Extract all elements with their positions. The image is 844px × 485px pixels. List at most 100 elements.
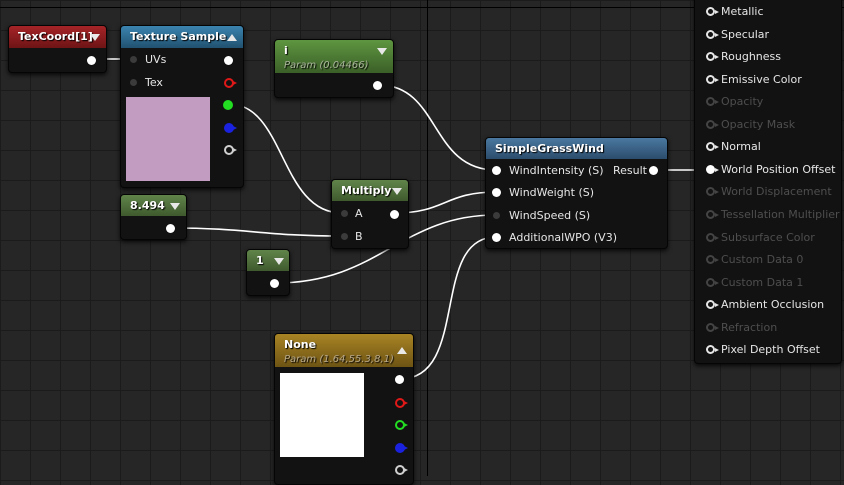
triangle-down-icon[interactable] [90,34,100,41]
result-input-pin[interactable] [706,74,719,84]
a-output-pin[interactable] [224,145,237,155]
result-pin-row[interactable]: Normal [695,136,841,158]
result-pin-label: Subsurface Color [721,230,815,244]
result-pin-label: World Displacement [721,185,832,199]
simple-grass-wind-header[interactable]: SimpleGrassWind [486,138,667,159]
result-pin-label: Specular [721,27,770,41]
result-pin-label: Emissive Color [721,72,802,86]
param-i-node[interactable]: i Param (0.04466) [274,39,394,98]
texture-preview [126,97,210,181]
result-pin-row: Opacity [695,91,841,113]
constant-1-output-pin[interactable] [270,279,279,288]
param-i-output-pin[interactable] [373,81,382,90]
result-pin-row[interactable]: Pixel Depth Offset [695,339,841,361]
param-none-header[interactable]: None Param (1.64,55.3,8,1) [275,334,413,367]
multiply-title: Multiply [341,184,392,197]
result-output-pin[interactable] [649,166,658,175]
simple-grass-wind-title: SimpleGrassWind [495,142,604,155]
param-none-title: None [284,338,317,351]
windintensity-pin[interactable] [492,166,501,175]
result-pin-row[interactable]: Metallic [695,1,841,23]
triangle-down-icon[interactable] [274,258,284,265]
result-pin-row[interactable]: Emissive Color [695,69,841,91]
result-pin-row[interactable]: Roughness [695,46,841,68]
uvs-input-pin[interactable] [130,56,137,63]
multiply-a-label: A [355,207,363,220]
triangle-down-icon[interactable] [377,48,387,55]
result-input-pin [706,187,719,197]
g-output-pin[interactable] [223,100,233,110]
texcoord-header[interactable]: TexCoord[1] [9,26,106,48]
result-input-pin [706,277,719,287]
result-pin-label: Opacity Mask [721,117,796,131]
result-pin-row[interactable]: Ambient Occlusion [695,294,841,316]
result-input-pin[interactable] [706,7,719,16]
result-pin-row[interactable]: Specular [695,24,841,46]
wire-8494-to-multiply-b [170,227,343,237]
rgb-output-pin[interactable] [224,56,233,65]
multiply-header[interactable]: Multiply [332,180,408,201]
result-input-pin [706,209,719,219]
multiply-a-pin[interactable] [341,210,348,217]
wire-i-to-windintensity [378,84,497,171]
param-none-g-pin[interactable] [395,420,408,430]
b-output-pin[interactable] [224,123,237,133]
simple-grass-wind-node[interactable]: SimpleGrassWind WindIntensity (S) WindWe… [485,137,668,249]
windweight-pin[interactable] [492,188,501,197]
triangle-up-icon[interactable] [397,347,407,354]
tex-label: Tex [145,76,163,89]
wire-none-to-additionalwpo [399,236,497,380]
texcoord-node[interactable]: TexCoord[1] [8,25,107,73]
constant-8494-node[interactable]: 8.494 [120,194,187,240]
constant-1-node[interactable]: 1 [246,249,290,296]
result-pin-label: Opacity [721,95,764,109]
param-none-a-pin[interactable] [395,465,408,475]
param-none-node[interactable]: None Param (1.64,55.3,8,1) [274,333,414,485]
param-i-header[interactable]: i Param (0.04466) [275,40,393,73]
result-input-pin[interactable] [706,300,719,310]
texcoord-output-pin[interactable] [87,56,96,65]
constant-8494-header[interactable]: 8.494 [121,195,186,216]
result-input-pin[interactable] [706,164,719,174]
result-input-pin[interactable] [706,29,719,39]
result-pin-row: Tessellation Multiplier [695,204,841,226]
result-input-pin [706,119,719,129]
result-pin-row[interactable]: World Position Offset [695,159,841,181]
multiply-output-pin[interactable] [390,210,399,219]
windintensity-label: WindIntensity (S) [509,164,604,177]
result-input-pin [706,255,719,265]
result-pin-row: Custom Data 1 [695,272,841,294]
constant-8494-output-pin[interactable] [166,224,175,233]
result-pin-label: Custom Data 1 [721,275,804,289]
result-pin-label: Metallic [721,5,764,18]
param-none-r-pin[interactable] [395,398,408,408]
triangle-up-icon[interactable] [227,34,237,41]
result-input-pin [706,232,719,242]
tex-input-pin[interactable] [130,79,137,86]
result-input-pin[interactable] [706,345,719,355]
result-label: Result [613,164,647,177]
windspeed-label: WindSpeed (S) [509,209,591,222]
windspeed-pin[interactable] [493,212,500,219]
result-input-pin[interactable] [706,52,719,62]
multiply-node[interactable]: Multiply A B [331,179,409,249]
additionalwpo-pin[interactable] [492,233,501,242]
windweight-label: WindWeight (S) [509,186,595,199]
param-none-rgb-pin[interactable] [395,375,404,384]
multiply-b-pin[interactable] [341,233,348,240]
texture-sample-node[interactable]: Texture Sample UVs Tex [120,25,244,188]
wire-multiply-to-windweight [394,191,497,214]
result-pin-label: Tessellation Multiplier [721,207,840,221]
constant-1-header[interactable]: 1 [247,250,289,271]
triangle-down-icon[interactable] [392,188,402,195]
result-input-pin[interactable] [706,142,719,152]
param-none-b-pin[interactable] [395,443,408,453]
result-pin-row: Refraction [695,317,841,339]
result-pin-row: Subsurface Color [695,227,841,249]
r-output-pin[interactable] [224,78,237,88]
triangle-down-icon[interactable] [170,203,180,210]
texture-sample-header[interactable]: Texture Sample [121,26,243,48]
wire-texture-green-to-multiply-a [228,103,343,214]
param-none-preview [280,373,364,457]
